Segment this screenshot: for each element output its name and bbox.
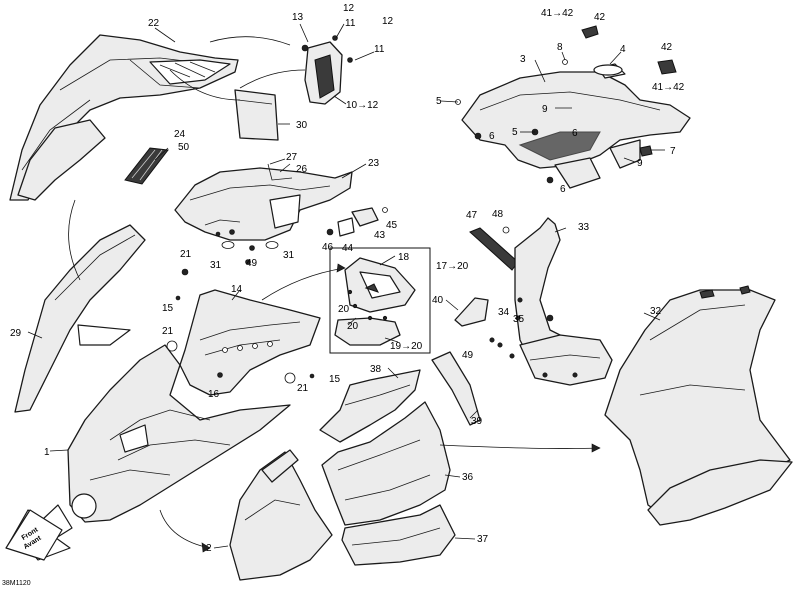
callout-10-12: 10→12 [346, 100, 379, 111]
callout-2: 2 [206, 543, 212, 554]
callout-35: 35 [513, 314, 525, 325]
callout-20b: 20 [347, 321, 359, 332]
leader-lines [27, 23, 665, 549]
callout-30: 30 [296, 120, 308, 131]
callout-21b: 21 [162, 326, 174, 337]
callout-31a: 31 [210, 260, 222, 271]
callout-36: 36 [462, 472, 474, 483]
callout-20a: 20 [338, 304, 350, 315]
part-32-side-panel [604, 285, 793, 526]
callout-39: 39 [471, 416, 483, 427]
part-10-bracket [301, 35, 353, 105]
callout-48: 48 [492, 209, 504, 220]
callout-45: 45 [386, 220, 398, 231]
callout-13: 13 [292, 12, 304, 23]
part-37-lower-panel [341, 504, 456, 566]
callout-38: 38 [370, 364, 382, 375]
callout-42a: 42 [594, 12, 606, 23]
callout-9b: 9 [637, 158, 643, 169]
callout-3: 3 [520, 54, 526, 65]
callout-8: 8 [557, 42, 563, 53]
callout-18: 18 [398, 252, 410, 263]
callout-16: 16 [208, 389, 220, 400]
callout-11a: 11 [345, 18, 356, 29]
callout-26: 26 [296, 164, 308, 175]
callout-37: 37 [477, 534, 489, 545]
part-40-block [454, 297, 489, 327]
callout-49a: 49 [246, 258, 258, 269]
front-direction-marker: Front Avant [5, 504, 73, 561]
callout-29: 29 [10, 328, 22, 339]
callout-40: 40 [432, 295, 444, 306]
drawing-reference: 38M1120 [2, 580, 31, 587]
part-38-panel [319, 369, 421, 443]
callout-6a: 6 [489, 131, 495, 142]
callout-9a: 9 [542, 104, 548, 115]
callout-50: 50 [178, 142, 190, 153]
callout-1: 1 [44, 447, 50, 458]
callout-labels: 22 13 12 11 12 11 10→12 30 24 50 27 26 2… [2, 3, 685, 587]
part-29-side-panel [14, 224, 146, 413]
callout-14: 14 [231, 284, 243, 295]
callout-31b: 31 [283, 250, 295, 261]
callout-5a: 5 [436, 96, 442, 107]
callout-33: 33 [578, 222, 590, 233]
part-30-panel [234, 89, 279, 141]
callout-24: 24 [174, 129, 186, 140]
part-24-grille [124, 147, 169, 185]
part-43-connector [326, 207, 388, 237]
part-39-strip [431, 351, 481, 426]
callout-19-20: 19→20 [390, 341, 423, 352]
callout-11b: 11 [374, 44, 385, 55]
callout-17-20: 17→20 [436, 261, 469, 272]
part-33-frame [489, 217, 613, 386]
callout-15b: 15 [329, 374, 341, 385]
callout-27: 27 [286, 152, 298, 163]
callout-42b: 42 [661, 42, 673, 53]
callout-15a: 15 [162, 303, 174, 314]
callout-12b: 12 [382, 16, 394, 27]
callout-5b: 5 [512, 127, 518, 138]
part-1-hood [67, 344, 291, 523]
part-36-side-panel [321, 401, 451, 526]
callout-34: 34 [498, 307, 510, 318]
callout-4: 4 [620, 44, 626, 55]
inset-17-20 [329, 247, 431, 354]
callout-21a: 21 [180, 249, 192, 260]
part-14-support [166, 268, 321, 396]
callout-46: 46 [322, 242, 334, 253]
callout-6c: 6 [560, 184, 566, 195]
callout-41-42b: 41→42 [652, 82, 685, 93]
callout-41-42a: 41→42 [541, 8, 574, 19]
callout-12a: 12 [343, 3, 355, 14]
assembly-arrows [68, 36, 601, 553]
callout-22: 22 [148, 18, 160, 29]
callout-43: 43 [374, 230, 386, 241]
callout-49b: 49 [462, 350, 474, 361]
callout-32: 32 [650, 306, 662, 317]
part-3-cover [455, 25, 691, 189]
callout-44: 44 [342, 243, 354, 254]
callout-23: 23 [368, 158, 380, 169]
part-47-rod [469, 226, 519, 271]
callout-7: 7 [670, 146, 676, 157]
callout-21c: 21 [297, 383, 309, 394]
callout-47: 47 [466, 210, 478, 221]
callout-6b: 6 [572, 128, 578, 139]
part-2-lower-nose [229, 449, 333, 581]
part-22-deflector [9, 34, 239, 201]
part-23-dash [174, 163, 353, 265]
